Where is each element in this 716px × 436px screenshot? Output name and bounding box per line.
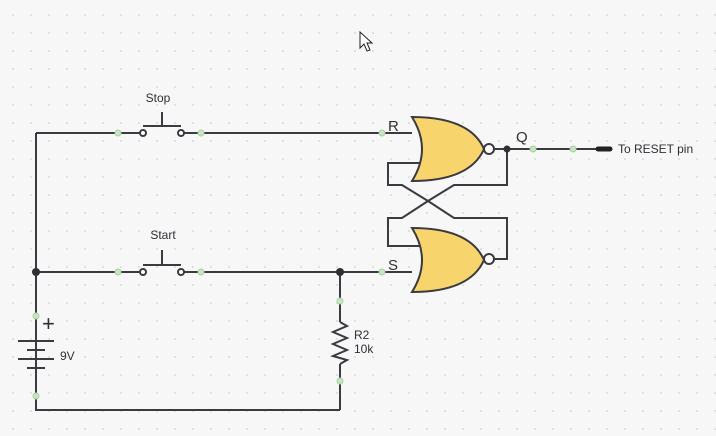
nor-gate-top[interactable] [410,115,495,183]
resistor-value: 10k [354,342,374,356]
connection-points [32,129,577,400]
gate-output-q-label: Q [516,129,528,146]
gate-input-r-label: R [388,118,399,135]
start-switch-label: Start [150,228,176,242]
start-switch[interactable]: Start [139,228,185,276]
junction-resistor [336,268,344,276]
output-label: To RESET pin [618,142,693,156]
stop-switch-label: Stop [146,91,171,105]
wire-bottom-rail [35,396,340,411]
output-terminal[interactable]: To RESET pin [595,142,693,156]
battery[interactable]: + 9V [18,300,75,396]
resistor-name: R2 [354,328,370,342]
junction-q [503,145,511,153]
stop-switch[interactable]: Stop [139,91,185,137]
wires [35,132,606,411]
mouse-cursor-icon [359,30,374,52]
junction-left-start [32,268,40,276]
battery-voltage: 9V [60,349,75,363]
battery-plus-sign: + [42,311,55,336]
wire-feedback-q [387,149,508,247]
resistor-r2[interactable]: R2 10k [330,321,374,365]
gate-input-s-label: S [388,257,398,274]
wire-feedback-qbar [387,162,508,260]
nor-gate-bottom[interactable] [410,226,495,294]
